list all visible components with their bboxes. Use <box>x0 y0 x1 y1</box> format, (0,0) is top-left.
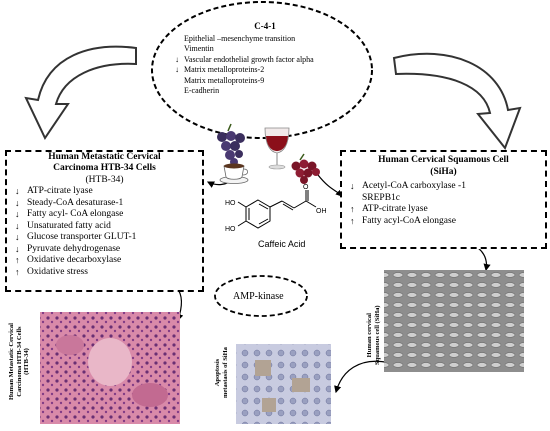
center-list-item-text: Matrix metalloproteins-9 <box>184 75 265 85</box>
center-list-item: Matrix metalloproteins-9 <box>175 76 375 87</box>
siha-box: Human Cervical Squamous Cell (SiHa) ↓ Ace… <box>340 150 547 249</box>
grapes-icon <box>217 123 245 166</box>
htb34-list-item: ↓ ATP-citrate lyase <box>15 186 202 198</box>
htb34-image-label-line2: Carcinoma HTB-34 Cells <box>15 326 23 397</box>
right-curved-arrow <box>392 52 522 151</box>
left-curved-arrow <box>24 45 137 141</box>
arrow-down-icon: ↓ <box>175 65 179 74</box>
center-list-item-text: Matrix metalloproteins-2 <box>184 65 265 74</box>
htb34-histology-image <box>40 312 180 424</box>
center-list-item-text: E-cadherin <box>184 86 220 95</box>
center-oval <box>151 1 373 139</box>
htb34-list-item-text: Glucose transporter GLUT-1 <box>27 232 137 242</box>
siha-label-line2: Squamous cell (SiHa) <box>373 305 381 365</box>
center-title: C-4-1 <box>254 21 276 31</box>
center-list-item: ↓ Matrix metalloproteins-2 <box>175 65 375 76</box>
siha-microscopy-image <box>384 270 524 372</box>
siha-list-item-text: Fatty acyl-CoA elongase <box>362 215 456 226</box>
siha-list-item: ↑ Fatty acyl-CoA elongase <box>350 216 545 228</box>
arrow-up-icon: ↑ <box>15 255 20 265</box>
wine-glass-icon <box>264 127 290 170</box>
htb34-image-label-line3: (HTB-34) <box>23 348 30 375</box>
htb34-list-item: ↓ Glucose transporter GLUT-1 <box>15 232 202 244</box>
apoptosis-label-line2: metastasis of SiHa <box>221 347 229 398</box>
htb34-list-item-text: Unsaturated fatty acid <box>27 220 111 231</box>
htb34-title-line1: Human Metastatic Cervical <box>48 152 161 162</box>
arrow-siha-to-apoptosis <box>334 360 386 394</box>
arrow-to-right-box <box>317 174 343 197</box>
htb34-image-label: Human Metastatic Cervical Carcinoma HTB-… <box>8 323 31 400</box>
center-list-item: ↓ Vascular endothelial growth factor alph… <box>175 55 375 66</box>
htb34-list-item-text: ATP-citrate lyase <box>27 186 93 196</box>
coffee-cup-icon <box>219 163 249 184</box>
siha-subtitle: (SiHa) <box>430 167 457 177</box>
htb34-list-item: ↓ Fatty acyl- CoA elongase <box>15 209 202 221</box>
center-list-item: Vimentin <box>175 44 375 55</box>
htb34-subtitle: (HTB-34) <box>85 175 124 185</box>
htb34-list-item-text: Pyruvate dehydrogenase <box>27 243 121 254</box>
ampk-oval <box>214 275 308 317</box>
arrow-down-icon: ↓ <box>15 220 20 231</box>
htb34-list-item-text: Fatty acyl- CoA elongase <box>27 209 124 219</box>
caffeic-acid-label: Caffeic Acid <box>258 239 306 249</box>
htb34-list-item: ↑ Oxidative stress <box>15 267 202 279</box>
arrow-down-icon: ↓ <box>175 54 179 64</box>
ho-label-top: HO <box>225 200 236 207</box>
arrow-up-icon: ↑ <box>350 215 355 226</box>
apoptosis-image-label: Apoptosis metastasis of SiHa <box>214 347 229 398</box>
arrow-down-icon: ↓ <box>15 243 20 254</box>
arrow-down-icon: ↓ <box>350 181 355 191</box>
apoptosis-label-line1: Apoptosis <box>214 358 221 387</box>
siha-list-item: SREPB1c <box>350 193 545 205</box>
o-label: O <box>303 184 309 191</box>
red-grapes-icon <box>291 153 320 184</box>
siha-list-item-text: Acetyl-CoA carboxylase -1 <box>362 181 466 191</box>
arrow-up-icon: ↑ <box>15 266 20 277</box>
arrow-down-icon: ↓ <box>15 209 20 219</box>
htb34-list-item-text: Oxidative stress <box>27 266 88 277</box>
htb34-list-item: ↑ Oxidative decarboxylase <box>15 255 202 267</box>
apoptosis-image <box>236 344 331 424</box>
arrow-down-icon: ↓ <box>15 197 20 208</box>
center-list-item: E-cadherin <box>175 86 375 97</box>
htb34-list-item-text: Steady-CoA desaturase-1 <box>27 197 124 208</box>
siha-list-item: ↓ Acetyl-CoA carboxylase -1 <box>350 181 545 193</box>
ampk-label: AMP-kinase <box>233 291 284 302</box>
siha-list-item-text: SREPB1c <box>362 192 401 203</box>
siha-image-label: Human cervical Squamous cell (SiHa) <box>366 305 381 365</box>
siha-label-line1: Human cervical <box>366 313 373 358</box>
htb34-list-item: ↓ Pyruvate dehydrogenase <box>15 244 202 256</box>
center-list-item-text: Vimentin <box>184 44 214 53</box>
center-list-item: Epithelial –mesenchyme transition <box>175 34 375 45</box>
center-list-item-text: Epithelial –mesenchyme transition <box>184 33 296 43</box>
htb34-list-item: ↓ Steady-CoA desaturase-1 <box>15 198 202 210</box>
center-list-item-text: Vascular endothelial growth factor alpha <box>184 54 314 64</box>
arrow-down-icon: ↓ <box>15 186 20 196</box>
htb34-box: Human Metastatic Cervical Carcinoma HTB-… <box>5 150 204 292</box>
oh-label: OH <box>316 208 327 215</box>
arrow-down-icon: ↓ <box>15 232 20 242</box>
htb34-title-line2: Carcinoma HTB-34 Cells <box>53 163 156 173</box>
htb34-list-item-text: Oxidative decarboxylase <box>27 255 122 265</box>
ho-label-bottom: HO <box>225 226 236 233</box>
siha-list-item-text: ATP-citrate lyase <box>362 204 428 214</box>
htb34-list-item: ↓ Unsaturated fatty acid <box>15 221 202 233</box>
caffeic-acid-structure <box>237 190 317 229</box>
siha-list-item: ↑ ATP-citrate lyase <box>350 204 545 216</box>
arrow-up-icon: ↑ <box>350 204 355 214</box>
htb34-list: ↓ ATP-citrate lyase ↓ Steady-CoA desaturase… <box>7 186 202 278</box>
htb34-image-label-line1: Human Metastatic Cervical <box>8 323 15 400</box>
siha-title: Human Cervical Squamous Cell <box>378 155 509 165</box>
